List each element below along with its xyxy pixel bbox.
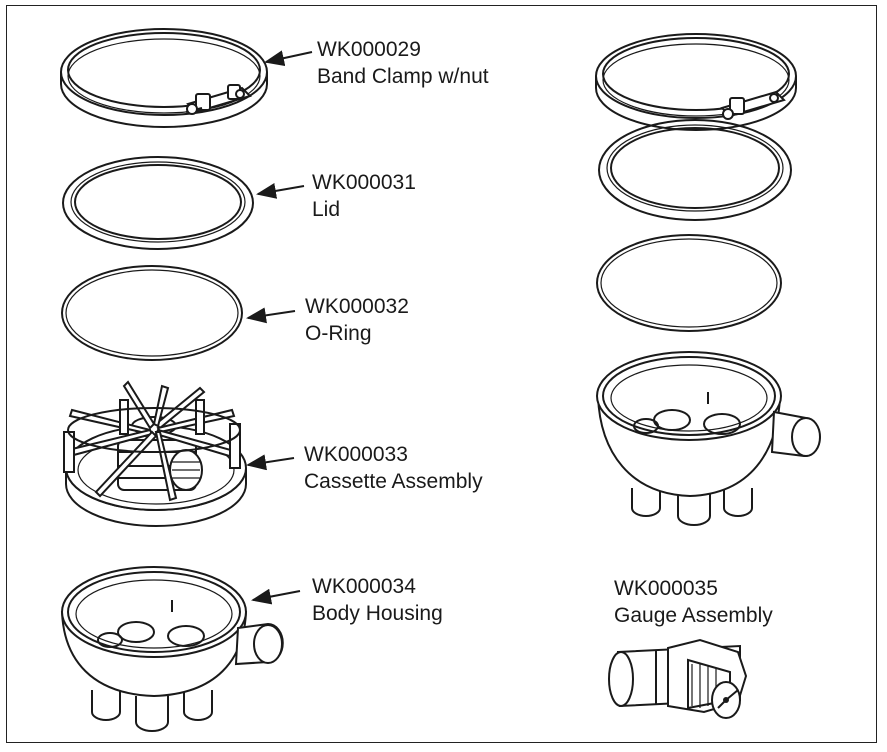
band-clamp-illustration <box>60 28 268 128</box>
body-housing-right-illustration <box>596 351 821 526</box>
o-ring-leader <box>246 307 296 324</box>
gauge-label: WK000035 Gauge Assembly <box>614 575 773 629</box>
cassette-part-name: Cassette Assembly <box>304 470 483 493</box>
lid-label: WK000031 Lid <box>312 169 416 223</box>
cassette-part-number: WK000033 <box>304 443 408 466</box>
body-housing-part-number: WK000034 <box>312 575 416 598</box>
band-clamp-label: WK000029 Band Clamp w/nut <box>317 36 489 90</box>
band-clamp-right-illustration <box>595 33 797 131</box>
body-housing-label: WK000034 Body Housing <box>312 573 443 627</box>
lid-leader <box>256 183 305 199</box>
o-ring-right-illustration <box>596 234 782 332</box>
body-housing-part-name: Body Housing <box>312 602 443 625</box>
o-ring-part-name: O-Ring <box>305 322 372 345</box>
band-clamp-part-name: Band Clamp w/nut <box>317 65 489 88</box>
gauge-assembly-illustration <box>608 638 748 719</box>
lid-illustration <box>62 156 254 250</box>
o-ring-illustration <box>61 265 243 361</box>
band-clamp-leader <box>264 50 313 66</box>
gauge-part-number: WK000035 <box>614 577 718 600</box>
lid-part-number: WK000031 <box>312 171 416 194</box>
o-ring-part-number: WK000032 <box>305 295 409 318</box>
o-ring-label: WK000032 O-Ring <box>305 293 409 347</box>
body-housing-illustration <box>60 566 284 732</box>
lid-right-illustration <box>598 119 792 221</box>
body-housing-leader <box>251 588 301 605</box>
gauge-part-name: Gauge Assembly <box>614 604 773 627</box>
cassette-assembly-illustration <box>63 380 247 527</box>
lid-part-name: Lid <box>312 198 341 221</box>
band-clamp-part-number: WK000029 <box>317 38 421 61</box>
cassette-leader <box>246 454 295 471</box>
figure-frame <box>6 5 877 743</box>
cassette-label: WK000033 Cassette Assembly <box>304 441 483 495</box>
